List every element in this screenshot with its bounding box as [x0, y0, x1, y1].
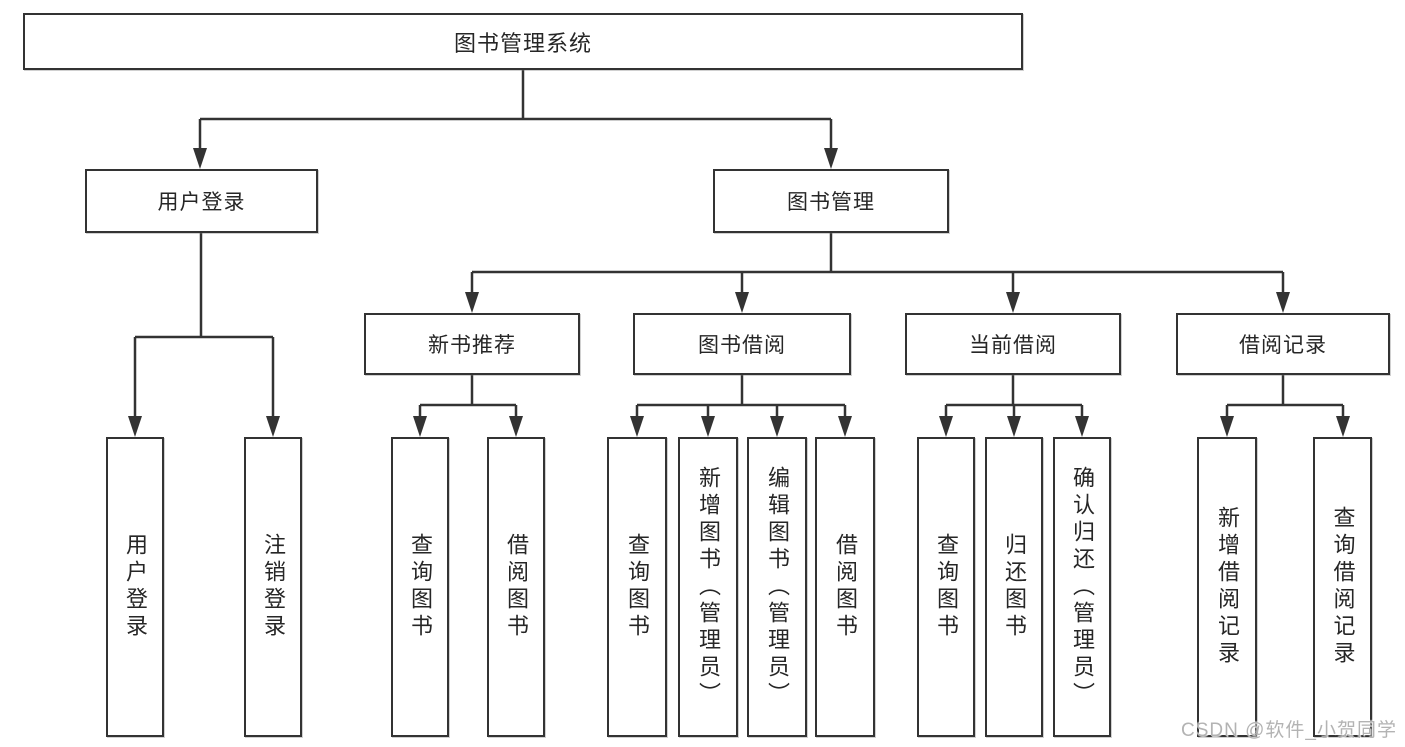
node-label: 查询图书 [934, 533, 959, 641]
arrow-down-icon [770, 416, 784, 437]
node-library-management-system: 图书管理系统 [23, 13, 1023, 70]
node-label: 查询图书 [408, 533, 433, 641]
arrow-down-icon [1006, 292, 1020, 313]
watermark: CSDN @软件_小贺同学 [1181, 720, 1397, 741]
arrow-down-icon [1075, 416, 1089, 437]
node-book-management-branch: 图书管理 [713, 169, 949, 233]
node-book-borrowing: 图书借阅 [633, 313, 851, 375]
leaf-add-book-admin: 新增图书（管理员） [678, 437, 738, 737]
leaf-add-borrow-record: 新增借阅记录 [1197, 437, 1257, 737]
node-label: 借阅记录 [1239, 334, 1327, 357]
node-label: 新增借阅记录 [1215, 506, 1240, 668]
node-label: 图书管理 [787, 191, 875, 214]
arrow-down-icon [630, 416, 644, 437]
node-label: 图书借阅 [698, 334, 786, 357]
leaf-borrow-books-borrowing: 借阅图书 [815, 437, 875, 737]
arrow-down-icon [838, 416, 852, 437]
node-borrowing-records: 借阅记录 [1176, 313, 1390, 375]
arrow-down-icon [413, 416, 427, 437]
arrow-down-icon [735, 292, 749, 313]
leaf-borrow-books-recommend: 借阅图书 [487, 437, 545, 737]
arrow-down-icon [824, 148, 838, 169]
leaf-user-login: 用户登录 [106, 437, 164, 737]
arrow-down-icon [465, 292, 479, 313]
node-label: 新书推荐 [428, 334, 516, 357]
leaf-query-books-recommend: 查询图书 [391, 437, 449, 737]
leaf-query-borrow-record: 查询借阅记录 [1313, 437, 1372, 737]
node-new-book-recommendation: 新书推荐 [364, 313, 580, 375]
node-label: 注销登录 [261, 533, 286, 641]
node-label: 用户登录 [123, 533, 148, 641]
leaf-logout: 注销登录 [244, 437, 302, 737]
arrow-down-icon [509, 416, 523, 437]
leaf-edit-book-admin: 编辑图书（管理员） [747, 437, 807, 737]
node-user-login-branch: 用户登录 [85, 169, 318, 233]
arrow-down-icon [1220, 416, 1234, 437]
arrow-down-icon [128, 416, 142, 437]
node-label: 查询借阅记录 [1330, 506, 1356, 668]
node-label: 查询图书 [625, 533, 650, 641]
leaf-confirm-return-admin: 确认归还（管理员） [1053, 437, 1111, 737]
arrow-down-icon [1336, 416, 1350, 437]
node-label: 借阅图书 [833, 533, 858, 641]
arrow-down-icon [193, 148, 207, 169]
leaf-query-books-current: 查询图书 [917, 437, 975, 737]
node-current-borrowing: 当前借阅 [905, 313, 1121, 375]
arrow-down-icon [1007, 416, 1021, 437]
leaf-return-books: 归还图书 [985, 437, 1043, 737]
arrow-down-icon [266, 416, 280, 437]
arrow-down-icon [939, 416, 953, 437]
arrow-down-icon [701, 416, 715, 437]
node-label: 借阅图书 [504, 533, 529, 641]
node-label: 用户登录 [157, 191, 246, 214]
leaf-query-books-borrowing: 查询图书 [607, 437, 667, 737]
node-label: 当前借阅 [969, 334, 1057, 357]
node-label: 确认归还（管理员） [1070, 465, 1095, 709]
node-label: 编辑图书（管理员） [765, 465, 790, 709]
node-label: 归还图书 [1002, 533, 1027, 641]
arrow-down-icon [1276, 292, 1290, 313]
node-label: 新增图书（管理员） [696, 465, 721, 709]
node-label: 图书管理系统 [453, 30, 592, 56]
